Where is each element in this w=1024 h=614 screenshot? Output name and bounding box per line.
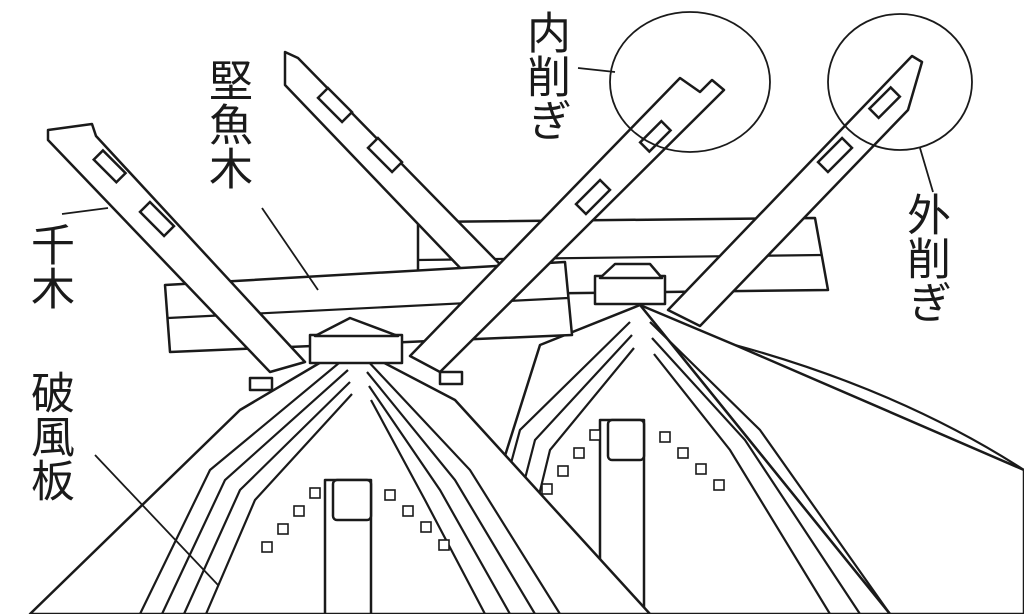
peg-hole bbox=[402, 505, 414, 517]
chigi-leader bbox=[61, 207, 109, 215]
chigi-slot bbox=[366, 136, 404, 174]
peg-hole bbox=[438, 539, 450, 551]
sotosogi-callout-circle bbox=[827, 13, 973, 151]
rear-eave-curve bbox=[734, 343, 1024, 471]
peg-hole bbox=[589, 429, 601, 441]
peg-hole bbox=[677, 447, 689, 459]
chigi-slot bbox=[574, 178, 612, 216]
peg-hole bbox=[695, 463, 707, 475]
front-ridge-tab-left bbox=[248, 376, 274, 392]
front-chigi-beam-left bbox=[46, 122, 307, 374]
label-uchisogi: 内削ぎ bbox=[519, 10, 570, 142]
rear-chigi bbox=[283, 50, 924, 328]
label-hafuita: 破風板 bbox=[23, 370, 74, 502]
rear-barge-line-5 bbox=[651, 337, 861, 614]
label-chigi: 千木 bbox=[23, 222, 74, 310]
front-barge-line-4 bbox=[204, 393, 353, 614]
chigi-slot bbox=[867, 85, 902, 120]
label-katsuogi: 堅魚木 bbox=[201, 58, 252, 190]
chigi-slot bbox=[91, 148, 128, 185]
peg-hole bbox=[573, 447, 585, 459]
callouts bbox=[61, 11, 973, 586]
rear-ridge-cap-top bbox=[598, 262, 664, 280]
hafuita-leader bbox=[94, 454, 219, 586]
rear-ridge-cap bbox=[593, 274, 667, 306]
front-gable-post-cap bbox=[331, 478, 373, 522]
peg-hole bbox=[420, 521, 432, 533]
peg-hole bbox=[293, 505, 305, 517]
front-ridge-tab-right bbox=[438, 370, 464, 386]
chigi-slot bbox=[316, 86, 354, 124]
front-barge-line-3 bbox=[182, 381, 351, 614]
label-sotosogi: 外削ぎ bbox=[899, 192, 950, 324]
front-ridge-cap bbox=[308, 333, 404, 365]
front-barge-line-7 bbox=[368, 385, 511, 614]
rear-peg-holes-right bbox=[659, 431, 725, 491]
uchisogi-leader bbox=[577, 67, 616, 73]
rear-barge-line-4 bbox=[649, 321, 891, 614]
front-peg-holes-right bbox=[384, 489, 450, 551]
front-barge-line-5 bbox=[364, 357, 561, 614]
front-ridge-cap-top bbox=[313, 316, 400, 338]
front-barge-line-1 bbox=[139, 357, 346, 614]
rear-peg-holes-left bbox=[541, 429, 601, 495]
front-chigi bbox=[46, 76, 726, 392]
front-barge-line-8 bbox=[370, 399, 486, 614]
peg-hole bbox=[541, 483, 553, 495]
front-barge-line-6 bbox=[366, 371, 536, 614]
chigi-slot bbox=[816, 136, 854, 174]
peg-hole bbox=[277, 523, 289, 535]
rear-chigi-beam-right bbox=[666, 54, 924, 328]
uchisogi-callout-circle bbox=[609, 11, 771, 153]
peg-hole bbox=[659, 431, 671, 443]
chigi-slot bbox=[638, 119, 673, 154]
rear-barge-line-6 bbox=[653, 353, 831, 614]
katsuogi-leader bbox=[261, 207, 319, 291]
front-roof bbox=[28, 343, 652, 614]
peg-hole bbox=[261, 541, 273, 553]
peg-hole bbox=[384, 489, 396, 501]
peg-hole bbox=[557, 465, 569, 477]
sotosogi-leader bbox=[919, 147, 934, 193]
peg-hole bbox=[713, 479, 725, 491]
peg-hole bbox=[309, 487, 321, 499]
front-peg-holes-left bbox=[261, 487, 321, 553]
rear-gable-post-cap bbox=[606, 418, 646, 462]
front-chigi-beam-right bbox=[408, 76, 726, 374]
front-barge-line-2 bbox=[161, 369, 349, 614]
chigi-slot bbox=[138, 200, 176, 238]
